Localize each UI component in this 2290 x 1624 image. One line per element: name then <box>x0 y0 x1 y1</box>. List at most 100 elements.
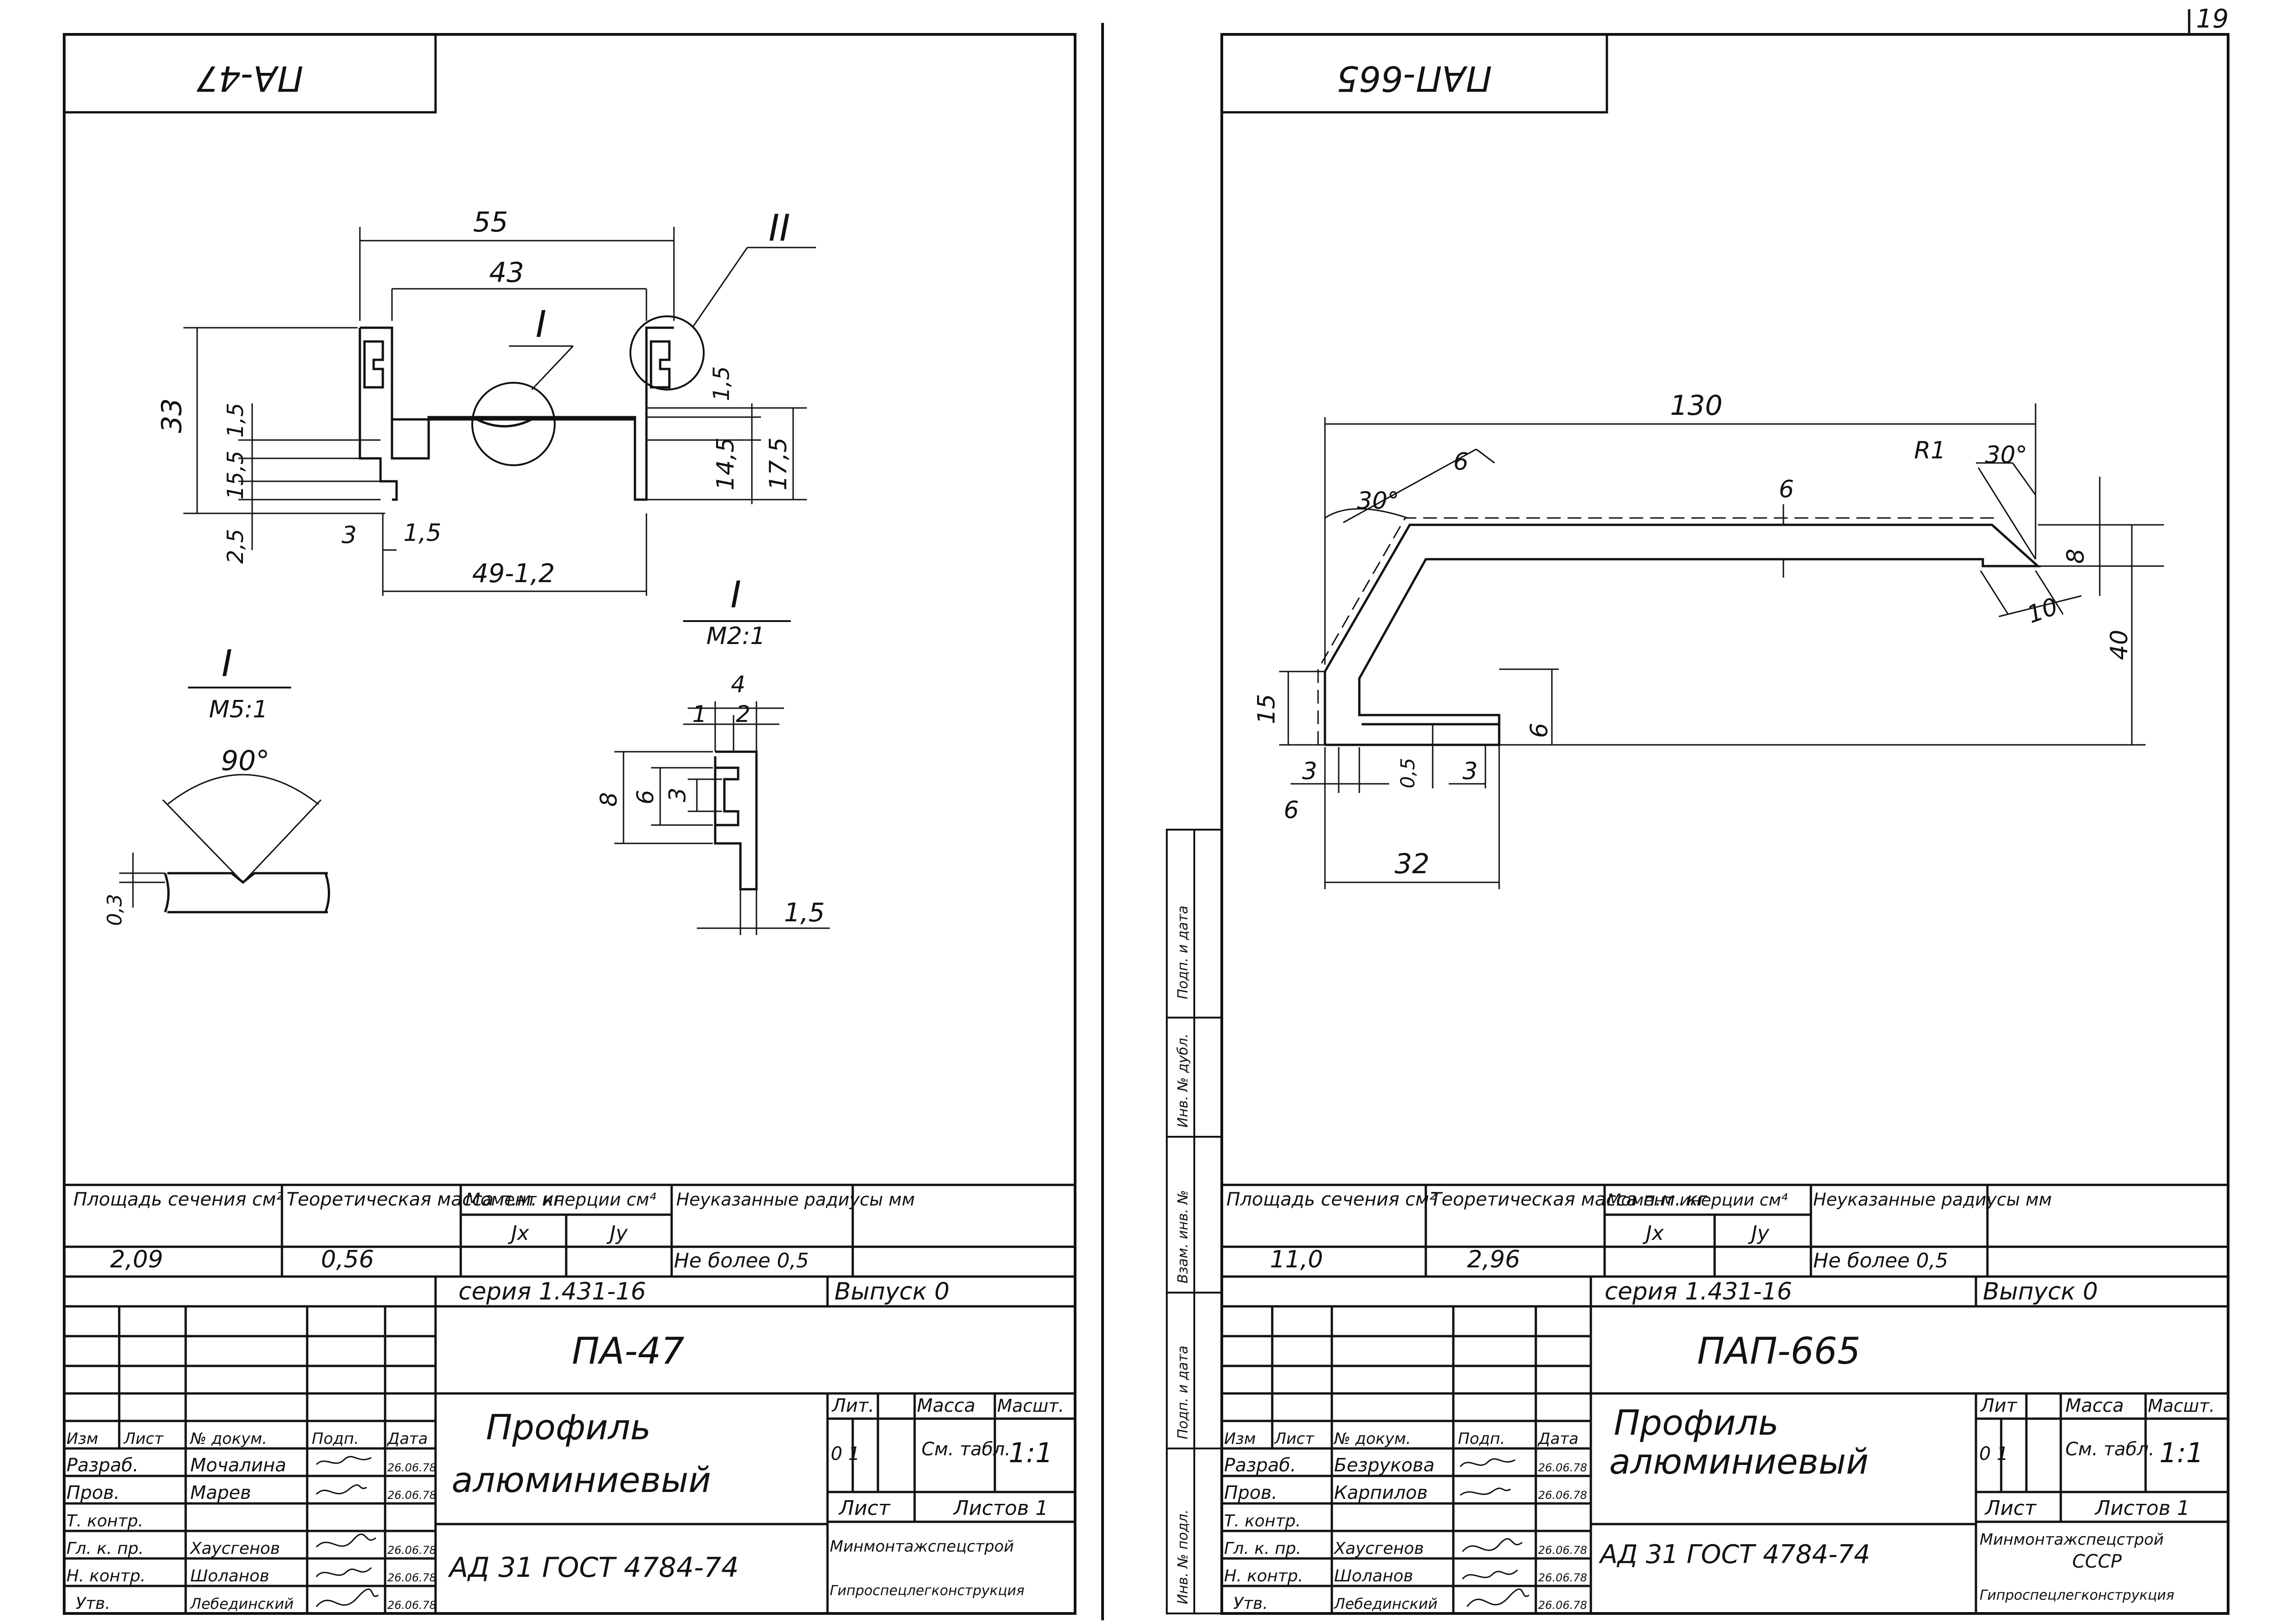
right-issue: Выпуск 0 <box>1983 1278 2098 1305</box>
left-issue: Выпуск 0 <box>834 1278 949 1305</box>
right-lit-value: 0 1 <box>1979 1443 2009 1464</box>
right-area-header: Площадь сечения см² <box>1226 1189 1436 1210</box>
dim-6-web: 6 <box>1779 476 1794 503</box>
left-date-3: 26.06.78 <box>387 1544 436 1557</box>
dim-15-5: 15,5 <box>223 451 248 500</box>
right-role-3: Гл. к. пр. <box>1224 1539 1301 1558</box>
right-role-0: Разраб. <box>1224 1455 1296 1476</box>
right-name-1: Карпилов <box>1334 1482 1428 1503</box>
left-role-1: Пров. <box>66 1482 120 1503</box>
dim-10: 10 <box>2024 593 2062 629</box>
left-hdr-1: Лист <box>123 1430 164 1448</box>
right-frame <box>1220 33 2229 1615</box>
right-scale-value: 1:1 <box>2159 1437 2204 1469</box>
right-hdr-3: Подп. <box>1458 1430 1505 1448</box>
side-stamp-2: Взам. инв. № <box>1175 1190 1191 1283</box>
left-top-stamp <box>63 33 437 114</box>
left-org-1: Минмонтажспецстрой <box>830 1537 1014 1556</box>
right-sheet-label: Лист <box>1984 1497 2037 1520</box>
left-profile-drawing: 55 43 I II 33 1,5 15,5 2,5 3 1,5 49-1,2 … <box>156 206 816 596</box>
left-role-3: Гл. к. пр. <box>66 1539 143 1558</box>
left-area-value: 2,09 <box>110 1246 163 1273</box>
detail-2-dim-8: 8 <box>596 792 622 807</box>
dim-30-left: 30° <box>1357 487 1399 515</box>
right-org-2: СССР <box>2072 1551 2122 1572</box>
right-title-block: серия 1.431-16 Выпуск 0 ПАП-665 Профиль … <box>1222 1277 2228 1613</box>
left-stamp-code: ПА-47 <box>196 58 303 99</box>
right-code: ПАП-665 <box>1697 1330 1861 1372</box>
left-scale-value: 1:1 <box>1009 1437 1053 1469</box>
dim-130: 130 <box>1670 390 1723 422</box>
detail-1-depth: 0,3 <box>103 894 127 926</box>
left-name-5: Лебединский <box>190 1595 294 1613</box>
side-stamp-4: Инв. № подл. <box>1175 1509 1191 1604</box>
dim-3: 3 <box>342 522 357 549</box>
detail-2-dim-1: 1 <box>692 701 707 727</box>
left-sheet-label: Лист <box>838 1497 891 1520</box>
detail-2-dim-3: 3 <box>664 787 691 802</box>
right-hdr-0: Изм <box>1224 1430 1256 1448</box>
right-inertia-header: Момент инерции см⁴ <box>1607 1191 1788 1210</box>
left-radii-value: Не более 0,5 <box>674 1249 809 1272</box>
dim-55: 55 <box>473 206 508 238</box>
left-org-2: Гипроспецлегконструкция <box>830 1583 1025 1599</box>
right-mass-ref: См. табл. <box>2065 1439 2154 1460</box>
right-iy: Jy <box>1748 1222 1770 1245</box>
dim-6-bottom: 6 <box>1284 797 1299 824</box>
left-name-3: Хаусгенов <box>189 1539 280 1558</box>
dim-49-1-2: 49-1,2 <box>472 559 555 589</box>
section-mark-2: II <box>768 207 790 249</box>
right-ix: Jx <box>1642 1222 1664 1245</box>
left-hdr-0: Изм <box>66 1430 98 1448</box>
left-iy: Jy <box>606 1222 628 1245</box>
dim-3-right: 3 <box>1462 758 1478 785</box>
right-series: серия 1.431-16 <box>1605 1278 1792 1305</box>
right-hdr-2: № докум. <box>1333 1430 1411 1448</box>
right-hdr-4: Дата <box>1537 1430 1578 1448</box>
left-date-4: 26.06.78 <box>387 1571 436 1584</box>
left-role-4: Н. контр. <box>66 1567 146 1585</box>
dim-14-5: 14,5 <box>712 437 739 490</box>
left-ix: Jx <box>508 1222 530 1245</box>
right-radii-value: Не более 0,5 <box>1813 1249 1948 1272</box>
right-sheet: ПАП-665 Подп. и дата Инв. № дубл. Взам. … <box>1166 33 2229 1615</box>
left-detail-notch: I M5:1 90° 0,3 <box>103 642 330 926</box>
right-col-lit: Лит <box>1980 1395 2018 1416</box>
dim-3-left: 3 <box>1302 758 1317 785</box>
right-date-0: 26.06.78 <box>1538 1461 1587 1474</box>
right-hdr-1: Лист <box>1274 1430 1314 1448</box>
left-detail-slot: I M2:1 <box>596 573 830 935</box>
left-signatures <box>315 1456 379 1607</box>
left-properties-table: Площадь сечения см² Теоретическая масса … <box>64 1184 1075 1278</box>
detail-1-scale: M5:1 <box>209 696 268 723</box>
left-hdr-3: Подп. <box>312 1430 359 1448</box>
left-hdr-2: № докум. <box>189 1430 267 1448</box>
left-series: серия 1.431-16 <box>458 1278 646 1305</box>
detail-2-label: I <box>730 573 741 616</box>
left-sheets-label: Листов 1 <box>953 1497 1048 1520</box>
detail-2-dim-6: 6 <box>632 790 659 804</box>
left-title-line1: Профиль <box>486 1407 651 1448</box>
left-hdr-4: Дата <box>386 1430 428 1448</box>
right-profile-drawing: 130 30° 6 6 R1 30° 8 10 40 15 6 3 0,5 3 … <box>1253 390 2164 889</box>
right-col-scale: Масшт. <box>2148 1396 2215 1416</box>
left-col-lit: Лит. <box>831 1395 874 1416</box>
right-sheets-label: Листов 1 <box>2094 1497 2190 1520</box>
left-col-mass: Масса <box>917 1395 976 1416</box>
left-mass-header: Теоретическая масса п.м. кг <box>287 1189 564 1210</box>
right-stamp-code: ПАП-665 <box>1337 58 1492 99</box>
right-col-mass: Масса <box>2065 1395 2124 1416</box>
right-mass-header: Теоретическая масса п.м. кг <box>1430 1189 1708 1210</box>
right-role-5: Утв. <box>1233 1594 1268 1613</box>
detail-1-label: I <box>221 642 232 685</box>
dim-8: 8 <box>2062 549 2090 564</box>
dim-6-flange: 6 <box>1526 723 1553 738</box>
left-inertia-header: Момент инерции см⁴ <box>465 1189 656 1210</box>
left-name-4: Шоланов <box>190 1567 269 1585</box>
left-role-0: Разраб. <box>66 1455 138 1476</box>
left-role-2: Т. контр. <box>66 1512 143 1530</box>
left-name-1: Марев <box>190 1482 251 1503</box>
right-top-stamp <box>1220 33 1608 114</box>
left-date-0: 26.06.78 <box>387 1461 436 1474</box>
